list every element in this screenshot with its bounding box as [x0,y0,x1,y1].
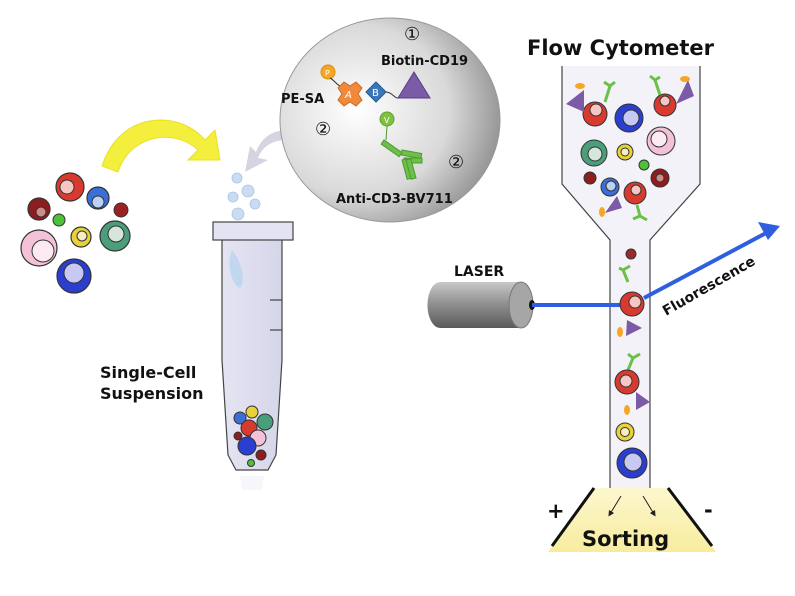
cell [55,172,85,202]
bv711-glyph: V [384,116,390,125]
labeled-cell [599,181,648,222]
cell [27,197,51,221]
laser-device [427,281,535,329]
flow-cytometer-title: Flow Cytometer [527,36,715,60]
sorting-label: Sorting [582,527,669,551]
reagent-zoom-circle: ① Biotin-CD19 P A B PE-SA ② V [279,17,501,223]
pe-glyph: P [325,69,330,78]
cell [70,226,92,248]
bubbles [227,172,261,221]
laser-label: LASER [454,264,504,280]
reagent-arrow-icon [245,130,288,172]
labeled-cell [649,74,694,117]
streptavidin-icon: A [337,81,363,107]
anti-cd3-antibody-icon [380,125,423,180]
step-1-marker: ① [404,24,420,45]
positive-sign: + [547,499,565,523]
test-tube [212,221,294,490]
tube-cells [233,405,274,467]
pe-fluorophore-icon [320,64,336,80]
sorting-area [548,487,716,552]
single-cell-label: Single-Cell [100,363,196,382]
interrogated-cell [617,291,645,337]
cell [86,186,110,210]
cell [52,213,66,227]
cell [56,258,92,294]
step-2-marker-left: ② [315,119,331,140]
biotin-glyph: B [372,88,379,99]
suspension-label: Suspension [100,384,204,403]
cell-cluster [20,172,131,294]
labeled-cell [566,80,616,127]
transfer-arrow-icon [101,119,221,173]
cell [113,202,129,218]
anti-cd3-bv711-label: Anti-CD3-BV711 [336,192,453,207]
channel-cells [614,352,650,479]
cell [99,220,131,252]
sa-glyph: A [344,90,352,101]
step-2-marker-right: ② [448,152,464,173]
fluorescence-beam [643,230,769,300]
fluorescence-arrowhead-icon [758,222,780,240]
cd19-triangle-icon [397,71,431,99]
biotin-icon: B [365,81,387,103]
chamber-cells [566,74,694,283]
cell [20,229,58,267]
pe-sa-label: PE-SA [281,92,324,107]
negative-sign: - [704,498,713,522]
biotin-cd19-label: Biotin-CD19 [381,54,468,69]
